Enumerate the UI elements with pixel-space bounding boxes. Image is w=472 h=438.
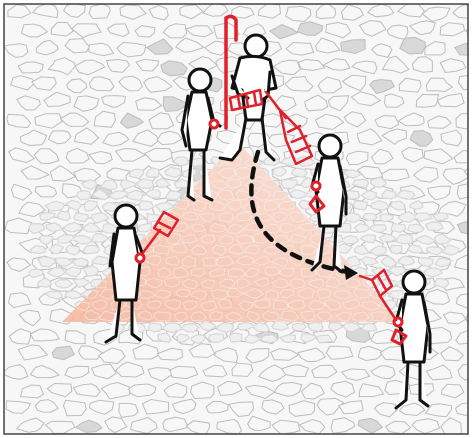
stone bbox=[456, 114, 472, 129]
stone bbox=[143, 400, 169, 415]
stone bbox=[469, 58, 472, 72]
stone bbox=[468, 346, 472, 360]
stone bbox=[119, 403, 138, 417]
stone bbox=[128, 384, 155, 397]
stone bbox=[63, 400, 86, 415]
stone bbox=[326, 346, 353, 359]
stone bbox=[89, 4, 110, 19]
stone bbox=[107, 168, 130, 180]
stone bbox=[232, 363, 253, 376]
stone bbox=[457, 184, 472, 199]
